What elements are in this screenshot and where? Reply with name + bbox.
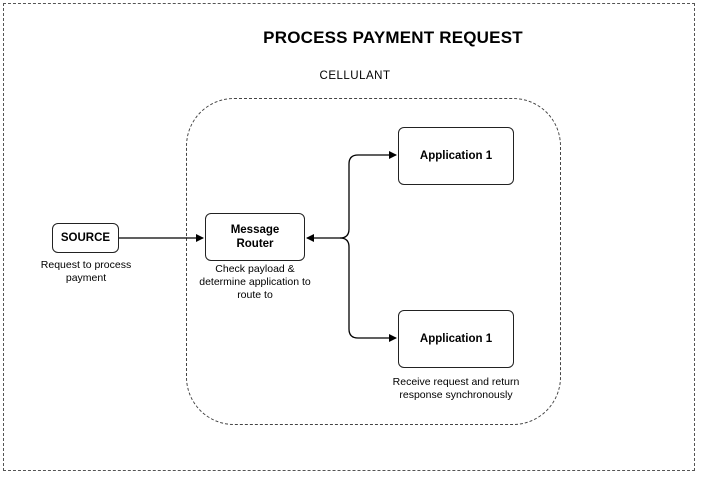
source-label: SOURCE [60, 232, 111, 244]
source-node: SOURCE [52, 223, 119, 253]
application-caption: Receive request and return response sync… [392, 376, 520, 402]
router-to-app-bottom-arrow [339, 237, 397, 342]
message-router-label: Message Router [230, 223, 280, 250]
application-node-top: Application 1 [398, 127, 514, 185]
application-top-label: Application 1 [419, 150, 493, 162]
region-label: CELLULANT [319, 70, 391, 82]
diagram-title: PROCESS PAYMENT REQUEST [263, 28, 523, 47]
application-bottom-label: Application 1 [419, 333, 493, 345]
router-caption: Check payload & determine application to… [199, 263, 311, 302]
outer-frame [3, 3, 695, 471]
source-caption: Request to process payment [40, 259, 132, 285]
message-router-node: Message Router [205, 213, 305, 261]
application-node-bottom: Application 1 [398, 310, 514, 368]
router-to-app-top-arrow [339, 151, 397, 239]
cellulant-boundary [186, 98, 561, 425]
